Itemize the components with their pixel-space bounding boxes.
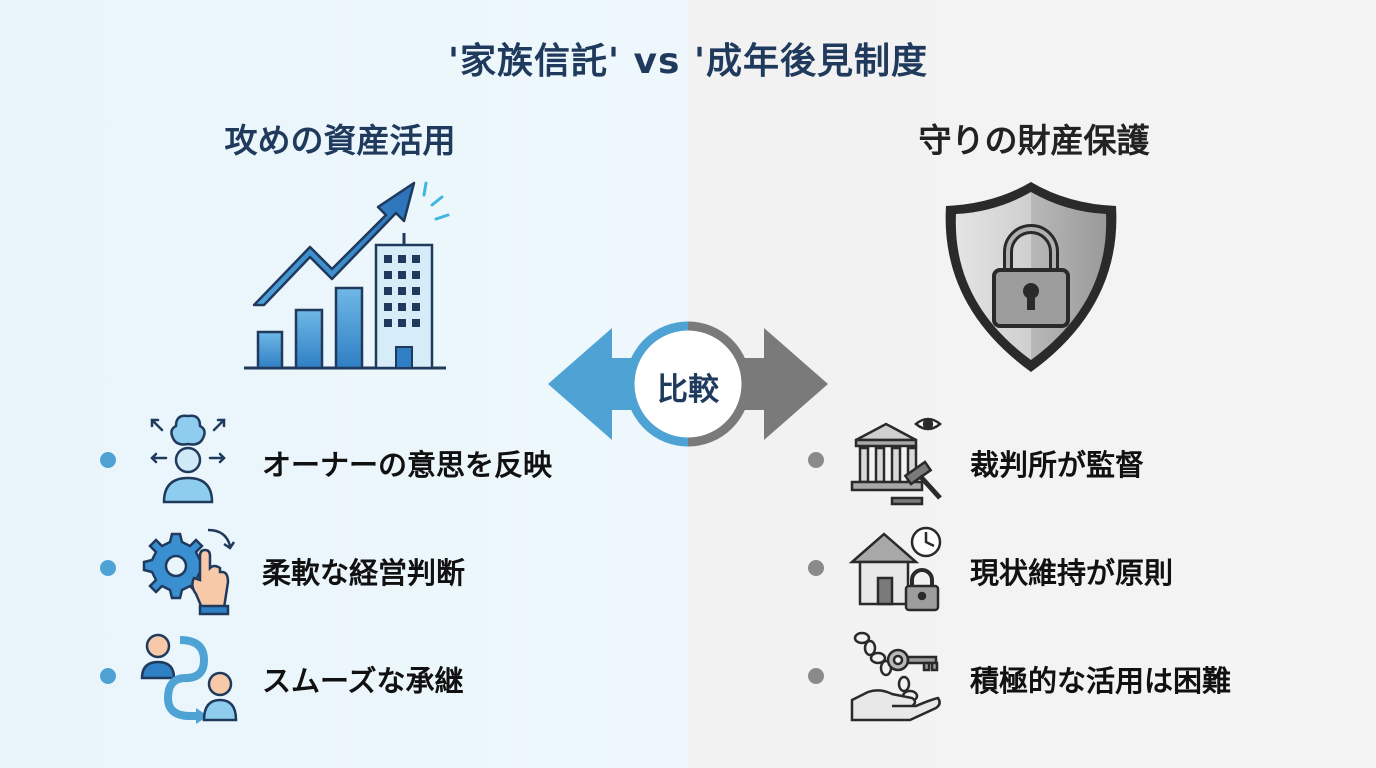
- item-label: 積極的な活用は困難: [970, 664, 1232, 698]
- growth-chart-building-icon: [244, 181, 450, 370]
- item-label: オーナーの意思を反映: [262, 448, 553, 482]
- bullet-dot: [808, 452, 824, 468]
- page-title: '家族信託' vs '成年後見制度: [447, 41, 929, 82]
- double-arrow-icon: [548, 321, 828, 447]
- bullet-dot: [100, 560, 116, 576]
- left-heading: 攻めの資産活用: [224, 121, 456, 160]
- bullet-dot: [808, 668, 824, 684]
- house-lock-clock-icon: [848, 526, 942, 612]
- gear-hand-icon: [142, 528, 236, 616]
- item-label: 現状維持が原則: [970, 556, 1174, 590]
- right-heading: 守りの財産保護: [918, 121, 1150, 160]
- bullet-dot: [100, 452, 116, 468]
- item-label: 裁判所が監督: [970, 448, 1145, 482]
- generation-handover-icon: [140, 633, 238, 724]
- person-brain-arrows-icon: [150, 414, 226, 504]
- chained-key-hand-icon: [850, 631, 941, 722]
- compare-label: 比較: [657, 372, 719, 408]
- bullet-dot: [100, 668, 116, 684]
- bullet-dot: [808, 560, 824, 576]
- item-label: スムーズな承継: [262, 664, 464, 698]
- court-gavel-eye-icon: [850, 417, 942, 506]
- item-label: 柔軟な経営判断: [262, 556, 466, 590]
- shield-lock-icon: [945, 182, 1117, 372]
